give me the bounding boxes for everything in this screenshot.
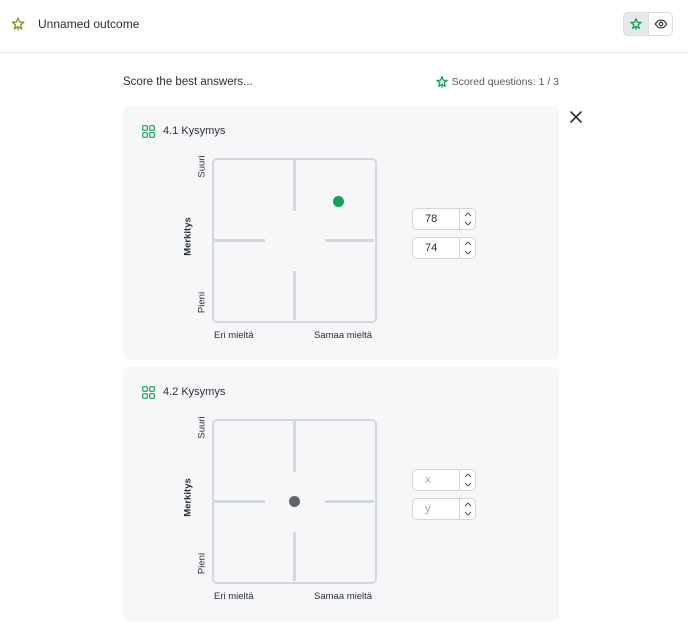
stepper-divider	[459, 238, 460, 258]
x-axis-right-label: Samaa mieltä	[314, 330, 373, 341]
y-value-stepper[interactable]: 74	[412, 237, 476, 259]
grid-icon	[142, 125, 155, 138]
x-axis-left-label: Eri mieltä	[214, 330, 254, 341]
x-value-field[interactable]: 78	[425, 213, 438, 225]
increment-button[interactable]	[461, 499, 475, 509]
increment-button[interactable]	[461, 209, 475, 219]
scoring-instruction: Score the best answers...	[123, 76, 253, 88]
grid-line	[293, 271, 296, 320]
grid-line	[293, 160, 296, 211]
chevron-down-icon	[464, 482, 472, 487]
y-axis-top-label: Suuri	[196, 155, 208, 178]
stepper-divider	[459, 209, 460, 229]
scoring-header: Score the best answers... Scored questio…	[123, 75, 559, 91]
decrement-button[interactable]	[461, 248, 475, 258]
matrix-grid[interactable]	[212, 419, 377, 584]
y-axis-bottom-label: Pieni	[196, 291, 208, 314]
toggle-divider	[648, 13, 649, 35]
grid-line	[293, 532, 296, 581]
y-axis-top-label: Suuri	[196, 416, 208, 439]
chevron-down-icon	[464, 221, 472, 226]
preview-toggle[interactable]	[649, 13, 672, 35]
grid-line	[325, 239, 374, 242]
decrement-button[interactable]	[461, 509, 475, 519]
grid-line	[325, 500, 374, 503]
scored-questions-count: Scored questions: 1 / 3	[451, 76, 559, 88]
increment-button[interactable]	[461, 470, 475, 480]
question-card: 4.2 Kysymys Suuri Merkitys Pieni Eri mie…	[123, 367, 559, 621]
outcome-title: Unnamed outcome	[38, 17, 140, 31]
star-pin-icon	[11, 17, 25, 31]
chevron-up-icon	[464, 241, 472, 246]
top-bar: Unnamed outcome	[0, 0, 688, 53]
chevron-up-icon	[464, 502, 472, 507]
matrix-grid[interactable]	[212, 158, 377, 323]
grid-line	[293, 421, 296, 472]
answer-marker[interactable]	[333, 196, 345, 208]
answer-marker[interactable]	[288, 495, 300, 507]
x-value-field[interactable]: x	[425, 474, 431, 486]
question-card: 4.1 Kysymys Suuri Merkitys Pieni Eri mie…	[123, 106, 559, 360]
y-value-field[interactable]: y	[425, 503, 431, 515]
decrement-button[interactable]	[461, 219, 475, 229]
star-pin-icon	[630, 18, 642, 30]
chevron-up-icon	[464, 473, 472, 478]
decrement-button[interactable]	[461, 480, 475, 490]
y-value-stepper[interactable]: y	[412, 498, 476, 520]
stepper-divider	[459, 470, 460, 490]
y-axis-label: Merkitys	[182, 478, 194, 517]
y-axis-label: Merkitys	[182, 217, 194, 256]
chevron-up-icon	[464, 212, 472, 217]
y-value-field[interactable]: 74	[425, 242, 438, 254]
grid-line	[214, 239, 265, 242]
increment-button[interactable]	[461, 238, 475, 248]
x-axis-left-label: Eri mieltä	[214, 591, 254, 602]
eye-icon	[654, 19, 668, 29]
grid-line	[214, 500, 265, 503]
x-value-stepper[interactable]: x	[412, 469, 476, 491]
chevron-down-icon	[464, 250, 472, 255]
grid-icon	[142, 386, 155, 399]
view-toggle-group	[623, 12, 673, 36]
y-axis-bottom-label: Pieni	[196, 552, 208, 575]
x-value-stepper[interactable]: 78	[412, 208, 476, 230]
score-mode-toggle[interactable]	[624, 13, 648, 35]
star-pin-icon	[436, 76, 448, 88]
question-title: 4.2 Kysymys	[163, 386, 226, 398]
close-icon[interactable]	[569, 110, 583, 124]
question-title: 4.1 Kysymys	[163, 125, 226, 137]
x-axis-right-label: Samaa mieltä	[314, 591, 373, 602]
chevron-down-icon	[464, 511, 472, 516]
stepper-divider	[459, 499, 460, 519]
